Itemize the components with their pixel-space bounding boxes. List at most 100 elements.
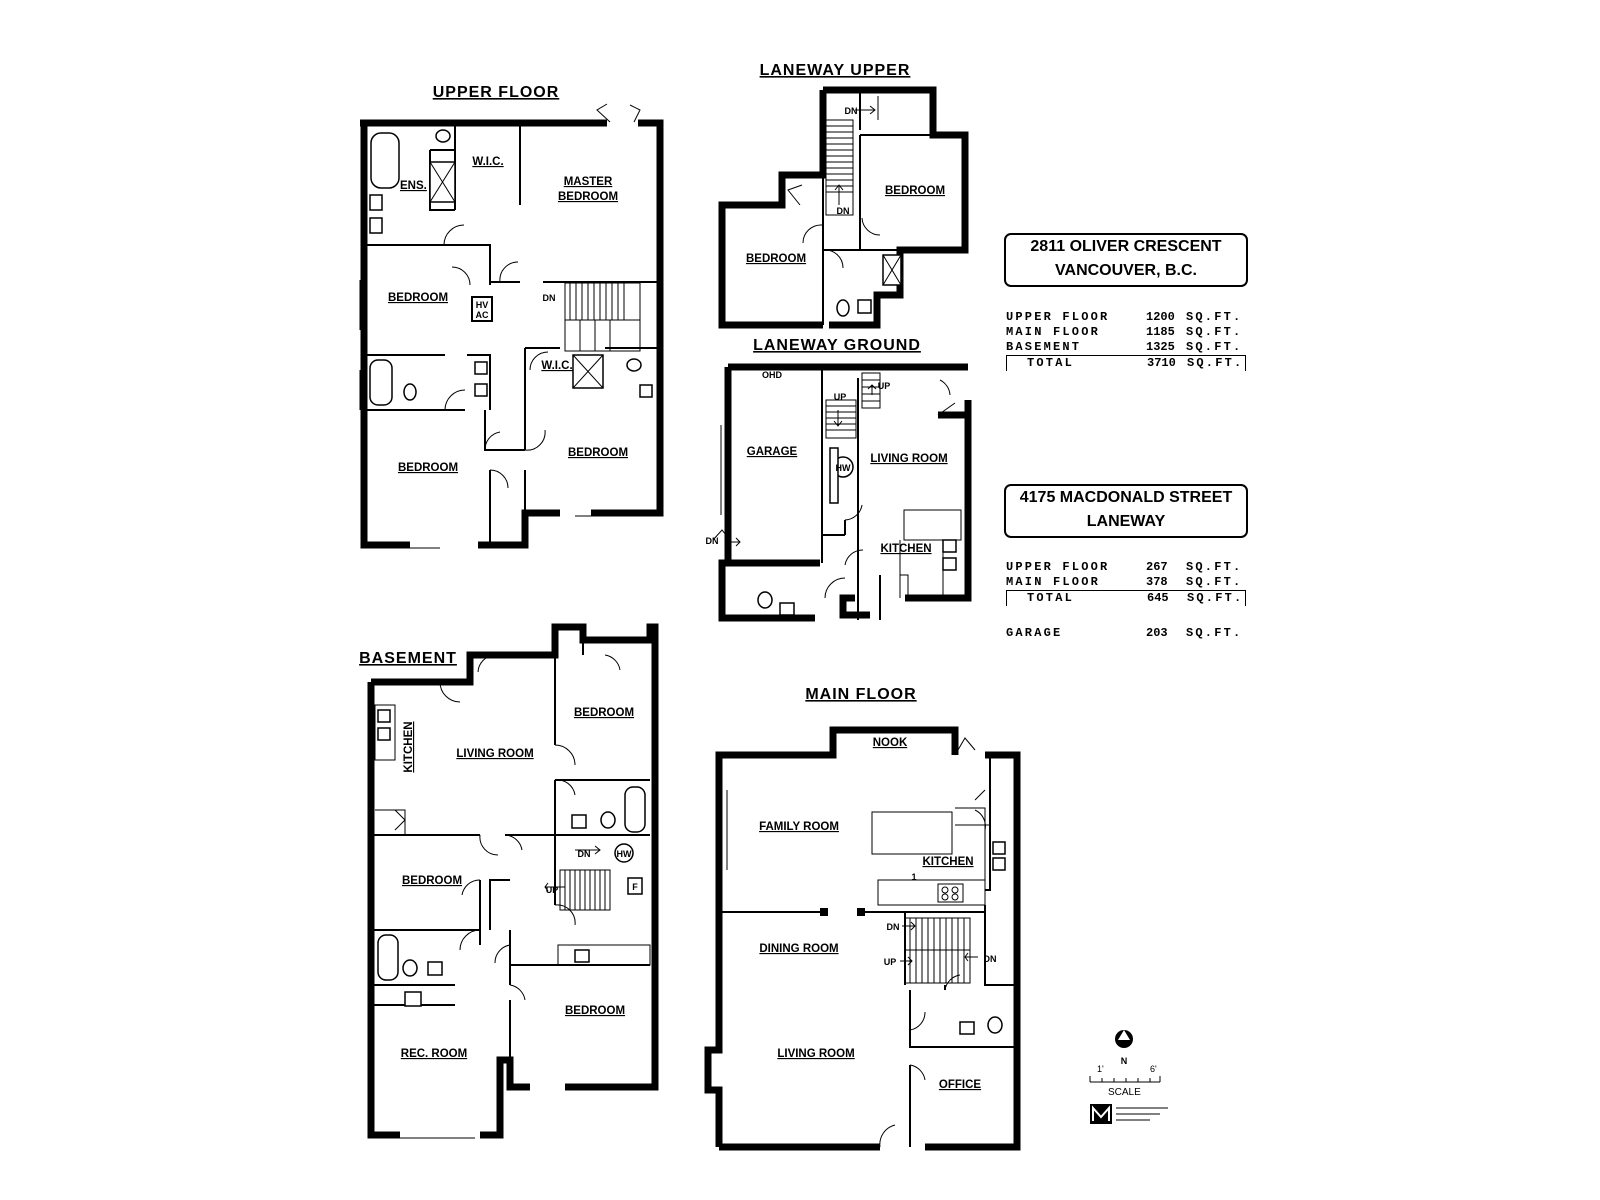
laneway-upper-plan: LANEWAY UPPER DN DN BEDROOM BEDROOM [718, 62, 969, 329]
upper-dn-label: DN [543, 293, 556, 303]
upper-wic2-label: W.I.C. [541, 360, 572, 372]
total-unit: SQ.FT. [1187, 356, 1244, 370]
upper-master-label: MASTER [564, 176, 613, 188]
garage-area-row: GARAGE 203 SQ.FT. [1006, 626, 1246, 641]
basement-kitchen-label: KITCHEN [403, 721, 415, 772]
laneway-area-row: UPPER FLOOR 267 SQ.FT. [1006, 560, 1246, 575]
basement-rec-label: REC. ROOM [401, 1048, 467, 1060]
laneway-upper-title: LANEWAY UPPER [760, 62, 911, 79]
main-floor-plan: MAIN FLOOR NOOK FAMILY ROOM KITCHEN 1 DI… [704, 686, 1021, 1151]
upper-master-line1: MASTER [564, 176, 613, 188]
area-value: 378 [1146, 575, 1168, 589]
upper-master-line2: BEDROOM [558, 191, 618, 203]
main-dn2-label: DN [984, 954, 997, 964]
laneway-ground-ohd-label: OHD [762, 370, 783, 380]
main-living-label: LIVING ROOM [777, 1048, 854, 1060]
upper-hvac-label: HV [476, 300, 489, 310]
total-unit: SQ.FT. [1187, 591, 1244, 605]
total-label: TOTAL [1027, 591, 1075, 605]
basement-living-label: LIVING ROOM [456, 748, 533, 760]
basement-up-label: UP [546, 885, 559, 895]
area-label: MAIN FLOOR [1006, 575, 1101, 589]
main-one-label: 1 [911, 872, 916, 882]
basement-title: BASEMENT [359, 650, 457, 667]
main-nook-label: NOOK [873, 737, 908, 749]
main-dn1-label: DN [887, 922, 900, 932]
area-label: MAIN FLOOR [1006, 325, 1101, 339]
main-area-row: BASEMENT 1325 SQ.FT. [1006, 340, 1246, 355]
scale-max-label: 6' [1150, 1064, 1157, 1074]
area-unit: SQ.FT. [1186, 325, 1243, 339]
main-area-row: UPPER FLOOR 1200 SQ.FT. [1006, 310, 1246, 325]
laneway-upper-dn2-label: DN [837, 206, 850, 216]
area-label: UPPER FLOOR [1006, 310, 1110, 324]
garage-label: GARAGE [1006, 626, 1063, 640]
basement-dn-label: DN [578, 849, 591, 859]
main-area-table: UPPER FLOOR 1200 SQ.FT. MAIN FLOOR 1185 … [1006, 310, 1246, 371]
laneway-ground-plan: LANEWAY GROUND OHD GARAGE UP UP HW LIVIN… [706, 337, 972, 622]
laneway-ground-garage-label: GARAGE [747, 446, 798, 458]
upper-floor-plan: UPPER FLOOR ENS. W.I.C. [359, 84, 664, 549]
laneway-address-line2: LANEWAY [1086, 513, 1166, 530]
scale-bar [1089, 1076, 1161, 1083]
laneway-area-table: UPPER FLOOR 267 SQ.FT. MAIN FLOOR 378 SQ… [1006, 560, 1246, 641]
upper-ens-label: ENS. [400, 180, 427, 192]
main-address-line2: VANCOUVER, B.C. [1055, 262, 1197, 279]
company-logo-icon [1090, 1104, 1168, 1124]
garage-value: 203 [1146, 626, 1168, 640]
area-value: 1185 [1146, 325, 1175, 339]
total-label: TOTAL [1027, 356, 1075, 370]
area-unit: SQ.FT. [1186, 310, 1243, 324]
area-value: 267 [1146, 560, 1168, 574]
main-dining-label: DINING ROOM [759, 943, 838, 955]
upper-wic1-label: W.I.C. [472, 156, 503, 168]
laneway-upper-dn1-label: DN [845, 106, 858, 116]
laneway-ground-kitchen-label: KITCHEN [880, 543, 931, 555]
main-family-label: FAMILY ROOM [759, 821, 839, 833]
north-label: N [1121, 1056, 1128, 1066]
main-area-row: MAIN FLOOR 1185 SQ.FT. [1006, 325, 1246, 340]
main-floor-title: MAIN FLOOR [805, 686, 916, 703]
basement-hw-label: HW [617, 849, 632, 859]
upper-hvac-label-2: AC [476, 310, 489, 320]
main-kitchen-label: KITCHEN [922, 856, 973, 868]
upper-bed1-label: BEDROOM [388, 292, 448, 304]
basement-f-label: F [632, 882, 638, 892]
main-office-label: OFFICE [939, 1079, 981, 1091]
area-value: 1325 [1146, 340, 1175, 354]
laneway-ground-up1-label: UP [834, 392, 847, 402]
laneway-ground-title: LANEWAY GROUND [753, 337, 921, 354]
laneway-ground-up2-label: UP [878, 381, 891, 391]
area-unit: SQ.FT. [1186, 340, 1243, 354]
laneway-upper-bed2-label: BEDROOM [746, 253, 806, 265]
main-address-box: 2811 OLIVER CRESCENT VANCOUVER, B.C. [1004, 233, 1248, 287]
main-area-total-row: TOTAL 3710 SQ.FT. [1006, 355, 1246, 371]
laneway-ground-dn-label: DN [706, 536, 719, 546]
total-value: 3710 [1147, 356, 1176, 370]
laneway-upper-bed1-label: BEDROOM [885, 185, 945, 197]
area-unit: SQ.FT. [1186, 575, 1243, 589]
basement-bed3-label: BEDROOM [565, 1005, 625, 1017]
basement-plan: BASEMENT KITCHEN LIVING ROOM BEDROOM DN … [359, 623, 659, 1139]
basement-bed1-label: BEDROOM [574, 707, 634, 719]
laneway-address-line1: 4175 MACDONALD STREET [1019, 489, 1233, 506]
upper-bed3-label: BEDROOM [398, 462, 458, 474]
laneway-ground-living-label: LIVING ROOM [870, 453, 947, 465]
laneway-area-total-row: TOTAL 645 SQ.FT. [1006, 590, 1246, 606]
upper-bed2-label: BEDROOM [568, 447, 628, 459]
total-value: 645 [1147, 591, 1169, 605]
laneway-address-box: 4175 MACDONALD STREET LANEWAY [1004, 484, 1248, 538]
area-value: 1200 [1146, 310, 1175, 324]
main-up-label: UP [884, 957, 897, 967]
area-label: UPPER FLOOR [1006, 560, 1110, 574]
main-address-line1: 2811 OLIVER CRESCENT [1030, 238, 1222, 255]
area-label: BASEMENT [1006, 340, 1082, 354]
upper-floor-title: UPPER FLOOR [433, 84, 560, 101]
north-arrow-icon: N [1115, 1030, 1133, 1066]
scale-label: SCALE [1108, 1087, 1141, 1098]
laneway-ground-hw-label: HW [836, 463, 851, 473]
scale-min-label: 1' [1097, 1064, 1104, 1074]
laneway-area-row: MAIN FLOOR 378 SQ.FT. [1006, 575, 1246, 590]
garage-unit: SQ.FT. [1186, 626, 1243, 640]
